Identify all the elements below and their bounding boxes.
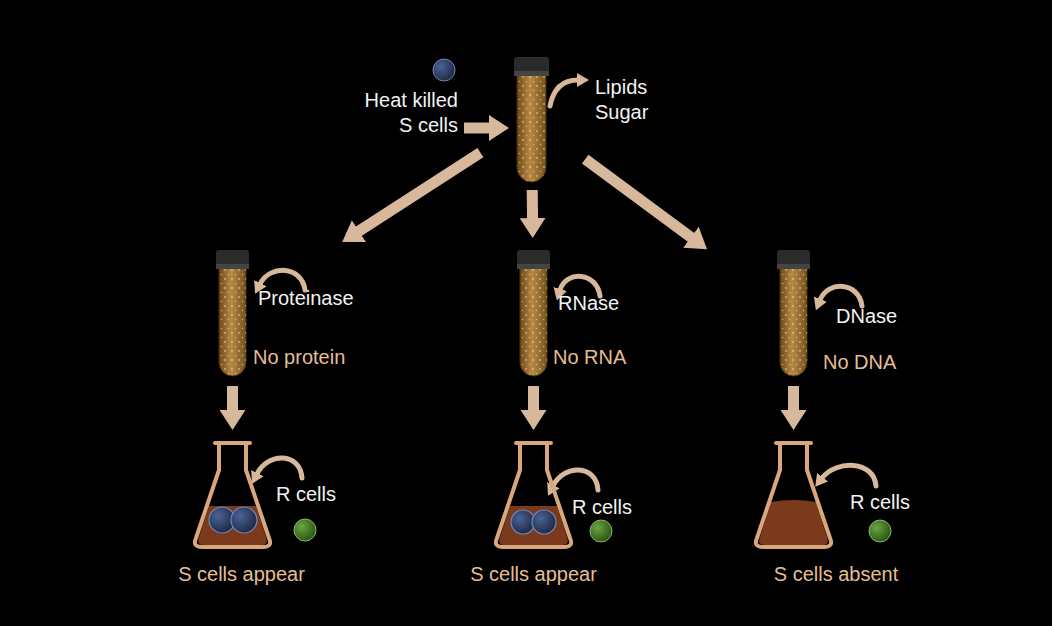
r-cell	[294, 519, 316, 541]
node-label: R cells	[850, 490, 940, 515]
node-label: RNase	[558, 291, 688, 316]
tube-particles	[520, 268, 547, 376]
flask-outline	[751, 440, 836, 550]
flow-arrow	[227, 386, 238, 411]
removal-arrow	[550, 80, 578, 106]
flow-arrow	[585, 159, 692, 238]
addition-arrow	[553, 470, 598, 490]
node-caption: S cells appear	[142, 562, 342, 587]
flow-arrow	[528, 386, 539, 411]
r-cell	[590, 520, 612, 542]
s-cell	[433, 59, 455, 81]
flask-outline	[190, 440, 275, 550]
r-cell	[869, 520, 891, 542]
tube-cap	[777, 250, 810, 269]
enzyme-arrow	[820, 286, 862, 306]
node-caption: No DNA	[823, 350, 953, 375]
s-cell	[532, 510, 556, 534]
culture-flask: R cellsS cells appear	[190, 440, 275, 550]
tube-cap	[517, 250, 550, 269]
input-label: Heat killed S cells	[354, 88, 458, 138]
node-caption: S cells appear	[434, 562, 634, 587]
tube-cap	[216, 250, 249, 269]
node-label: Proteinase	[258, 286, 388, 311]
flow-arrow	[358, 153, 480, 232]
tube-liquid	[780, 268, 807, 376]
test-tube: RNaseNo RNA	[517, 250, 550, 376]
tube-particles	[780, 268, 807, 376]
addition-arrow	[257, 458, 302, 478]
tube-cap	[514, 57, 549, 76]
flask-glass	[756, 443, 831, 547]
test-tube: DNaseNo DNA	[777, 250, 810, 376]
test-tube: Lipids Sugar	[514, 57, 549, 182]
node-label: R cells	[572, 495, 662, 520]
tube-particles	[219, 268, 246, 376]
node-caption: No protein	[253, 345, 383, 370]
node-caption: No RNA	[553, 345, 683, 370]
tube-outline	[216, 250, 249, 376]
tube-outline	[517, 250, 550, 376]
addition-arrow	[822, 465, 876, 486]
node-caption: S cells absent	[736, 562, 936, 587]
culture-flask: R cellsS cells absent	[751, 440, 836, 550]
tube-cap-rim	[777, 264, 810, 269]
tube-cap-rim	[514, 71, 549, 76]
node-label: R cells	[276, 482, 366, 507]
flow-arrow	[788, 386, 799, 411]
flask-glass	[496, 443, 571, 547]
flow-arrow	[527, 190, 538, 219]
flask-contents	[499, 506, 568, 545]
flask-contents	[198, 506, 267, 545]
tube-cap-rim	[517, 264, 550, 269]
tube-liquid	[520, 268, 547, 376]
node-label: DNase	[836, 304, 966, 329]
culture-flask: R cellsS cells appear	[491, 440, 576, 550]
tube-particles	[517, 75, 546, 182]
tube-outline	[514, 57, 549, 182]
culture-medium	[499, 506, 568, 545]
tube-liquid	[219, 268, 246, 376]
s-cell	[231, 507, 257, 533]
test-tube: ProteinaseNo protein	[216, 250, 249, 376]
tube-cap-rim	[216, 264, 249, 269]
node-label: Lipids Sugar	[595, 75, 675, 125]
tube-liquid	[517, 75, 546, 182]
tube-outline	[777, 250, 810, 376]
input-arrow	[464, 123, 490, 134]
flask-outline	[491, 440, 576, 550]
culture-medium	[198, 506, 267, 545]
flask-glass	[195, 443, 270, 547]
